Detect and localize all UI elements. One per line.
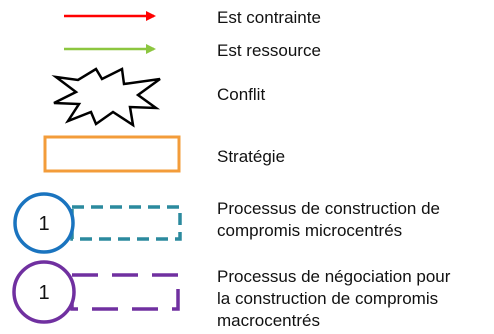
legend-label-macro-line-2: la construction de compromis bbox=[217, 289, 439, 308]
micro-circle bbox=[13, 192, 75, 254]
micro-process-symbol: 1 bbox=[13, 192, 182, 254]
legend-label-resource: Est ressource bbox=[217, 41, 321, 60]
legend-label-conflict: Conflit bbox=[217, 85, 266, 104]
micro-badge-number: 1 bbox=[38, 213, 49, 235]
legend-label-micro-line-2: compromis microcentrés bbox=[217, 221, 403, 240]
micro-dashed-box bbox=[70, 205, 182, 241]
conflict-burst-icon bbox=[51, 67, 161, 128]
legend-label-macro-line-3: macrocentrés bbox=[217, 311, 320, 330]
macro-dashed-box bbox=[70, 273, 180, 311]
legend-label-strategy: Stratégie bbox=[217, 147, 286, 166]
macro-circle bbox=[12, 260, 76, 324]
macro-badge-number: 1 bbox=[38, 282, 49, 304]
legend-label-micro-line-1: Processus de construction de bbox=[217, 199, 441, 218]
strategy-rectangle bbox=[43, 135, 181, 173]
legend-label-constraint: Est contrainte bbox=[217, 8, 321, 27]
legend-label-macro-line-1: Processus de négociation pour bbox=[217, 267, 451, 286]
macro-process-symbol: 1 bbox=[12, 260, 180, 324]
